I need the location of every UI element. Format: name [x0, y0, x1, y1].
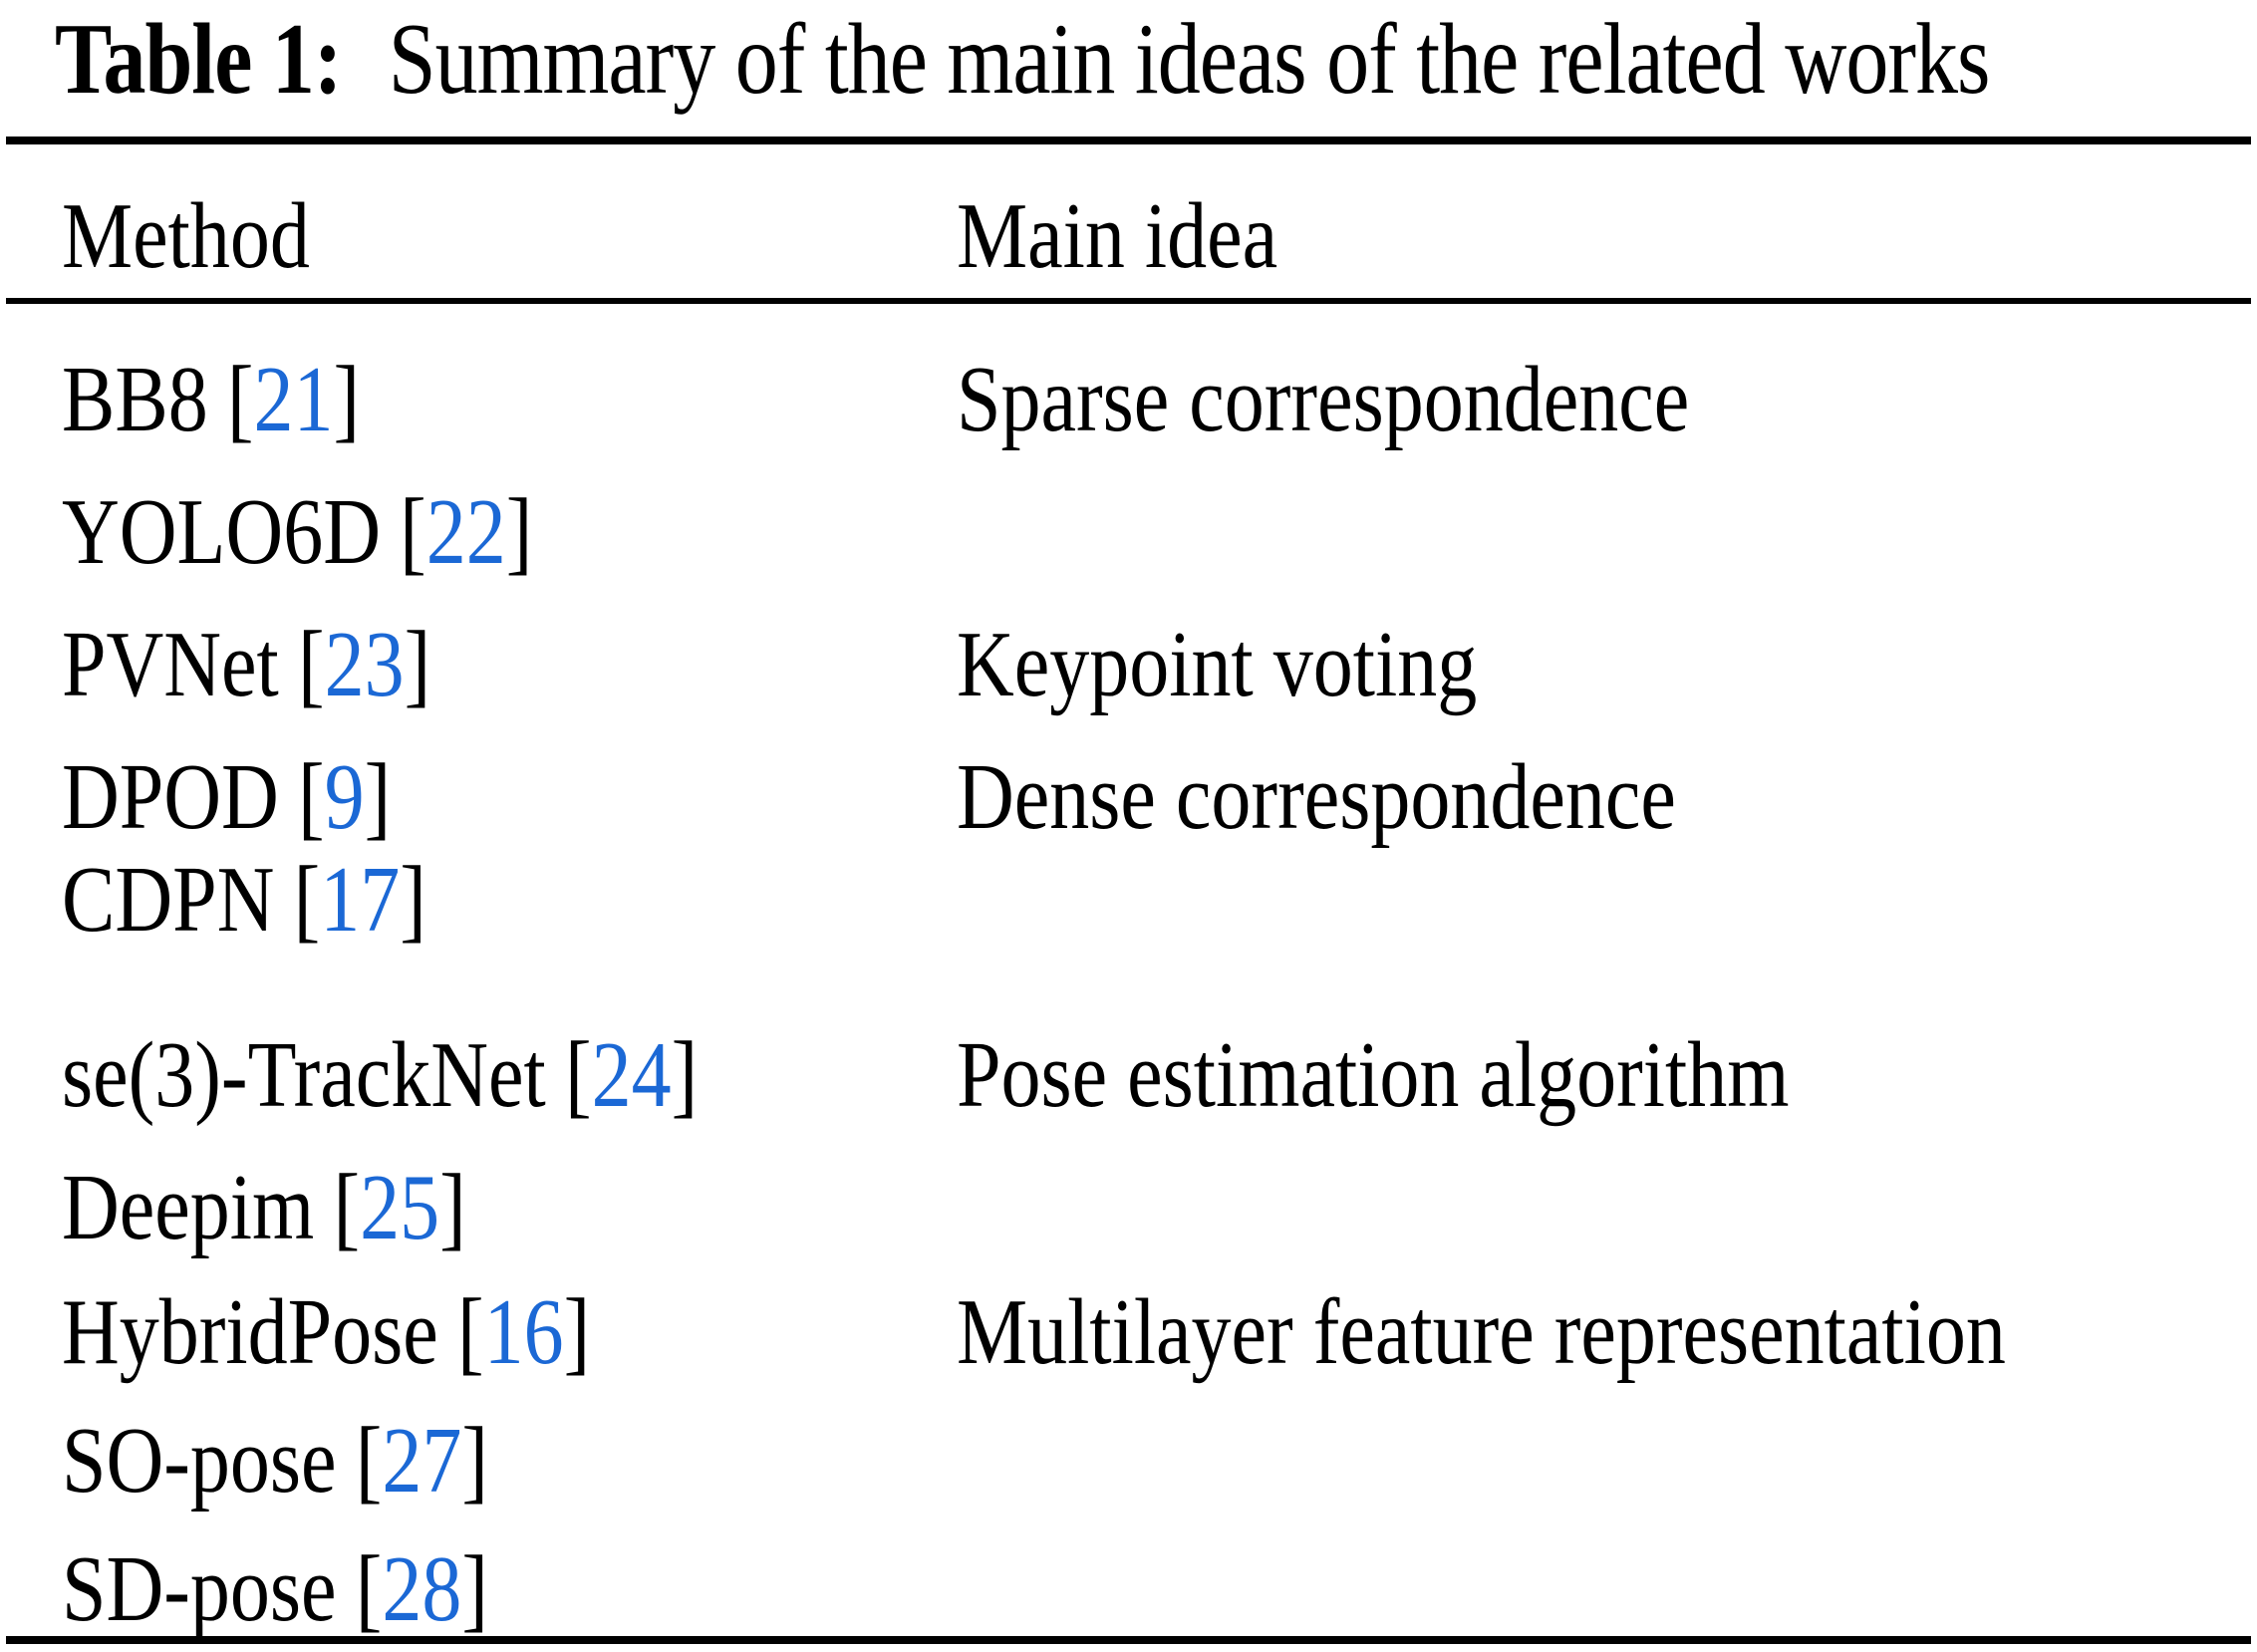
cite-bracket-close: ]	[400, 848, 426, 953]
method-cell: Deepim[25]	[62, 1161, 466, 1254]
idea-cell: Multilayer feature representation	[957, 1280, 2006, 1385]
method-name: PVNet	[62, 613, 279, 717]
cite-bracket-open: [	[564, 1023, 592, 1128]
column-header-main-idea: Main idea	[957, 184, 1278, 289]
method-name: Deepim	[62, 1156, 315, 1260]
cite-bracket-close: ]	[563, 1280, 591, 1385]
method-name: CDPN	[62, 848, 275, 953]
citation-link[interactable]: 22	[425, 480, 506, 585]
citation-link[interactable]: 17	[320, 848, 401, 953]
idea-cell: Sparse correspondence	[957, 348, 1690, 452]
cite-bracket-open: [	[355, 1537, 383, 1642]
citation-link[interactable]: 16	[483, 1280, 564, 1385]
citation-link[interactable]: 25	[360, 1156, 440, 1260]
citation-link[interactable]: 28	[382, 1537, 462, 1642]
cite-bracket-open: [	[400, 480, 426, 585]
cite-bracket-close: ]	[461, 1537, 489, 1642]
cite-bracket-open: [	[355, 1409, 383, 1514]
idea-cell: Pose estimation algorithm	[957, 1023, 1790, 1128]
cite-bracket-open: [	[333, 1156, 361, 1260]
top-rule	[6, 137, 2251, 144]
method-cell: se(3)-TrackNet[24]	[62, 1028, 698, 1122]
table-caption-text: Summary of the main ideas of the related…	[388, 2, 1991, 116]
cite-bracket-close: ]	[439, 1156, 466, 1260]
cite-bracket-close: ]	[364, 745, 392, 850]
method-cell: SD-pose[28]	[62, 1542, 488, 1636]
method-name: BB8	[62, 348, 208, 452]
citation-link[interactable]: 21	[253, 348, 334, 452]
method-cell: BB8[21]	[62, 353, 360, 446]
method-cell: SO-pose[27]	[62, 1414, 488, 1508]
citation-link[interactable]: 23	[324, 613, 405, 717]
cite-bracket-open: [	[297, 613, 325, 717]
cite-bracket-close: ]	[461, 1409, 489, 1514]
header-rule	[6, 298, 2251, 304]
idea-cell: Keypoint voting	[957, 613, 1478, 717]
method-cell: PVNet[23]	[62, 618, 430, 711]
method-name: SO-pose	[62, 1409, 337, 1514]
bottom-rule	[6, 1636, 2251, 1644]
method-cell: DPOD[9]	[62, 750, 391, 844]
method-name: HybridPose	[62, 1280, 438, 1385]
citation-link[interactable]: 27	[382, 1409, 462, 1514]
citation-link[interactable]: 24	[591, 1023, 672, 1128]
cite-bracket-open: [	[298, 745, 325, 850]
method-name: se(3)-TrackNet	[62, 1023, 546, 1128]
column-header-method: Method	[62, 184, 310, 289]
cite-bracket-open: [	[456, 1280, 484, 1385]
cite-bracket-open: [	[293, 848, 321, 953]
table-caption: Table 1:Summary of the main ideas of the…	[55, 8, 1990, 109]
cite-bracket-close: ]	[333, 348, 361, 452]
method-name: YOLO6D	[62, 480, 381, 585]
idea-cell: Dense correspondence	[957, 745, 1676, 850]
method-name: DPOD	[62, 745, 279, 850]
cite-bracket-close: ]	[505, 480, 533, 585]
cite-bracket-close: ]	[404, 613, 431, 717]
method-name: SD-pose	[62, 1537, 337, 1642]
cite-bracket-open: [	[226, 348, 254, 452]
method-cell: YOLO6D[22]	[62, 485, 532, 579]
method-cell: CDPN[17]	[62, 853, 426, 947]
citation-link[interactable]: 9	[324, 745, 365, 850]
cite-bracket-close: ]	[671, 1023, 699, 1128]
method-cell: HybridPose[16]	[62, 1285, 590, 1379]
table-caption-label: Table 1:	[55, 2, 342, 116]
